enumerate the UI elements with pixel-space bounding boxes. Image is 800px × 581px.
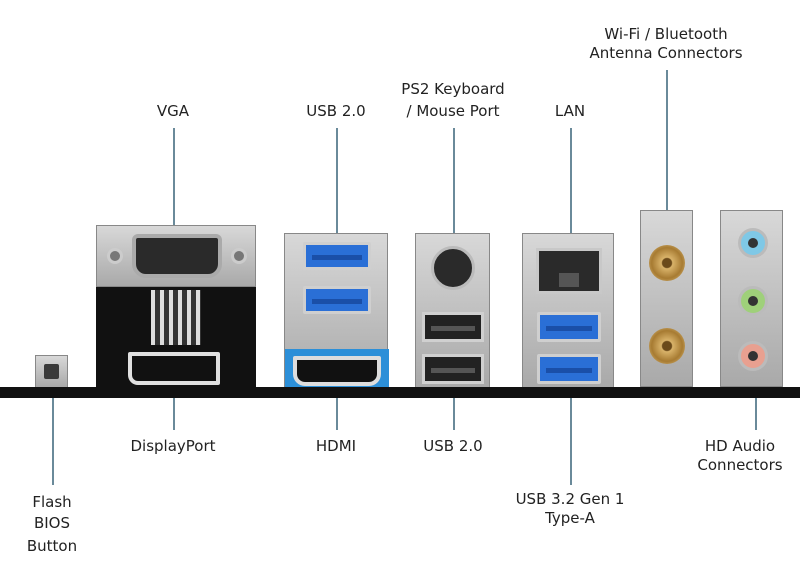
flash-bios-button (35, 355, 68, 388)
usb2-top-label: USB 2.0 (306, 102, 366, 120)
lan-port (536, 248, 602, 294)
audio-label-line2: Connectors (697, 456, 783, 474)
usb3-port (537, 354, 601, 384)
displayport-leader (173, 380, 175, 430)
antenna-label-line2: Antenna Connectors (589, 44, 743, 62)
usb-hdmi-block (284, 233, 389, 389)
ps2-label: PS2 Keyboard / Mouse Port (401, 80, 504, 121)
usb2-bottom-leader (453, 380, 455, 430)
ps2-label-line2: / Mouse Port (406, 102, 500, 120)
usb3-leader (570, 380, 572, 485)
audio-block (720, 210, 783, 387)
usb-port (422, 354, 484, 384)
vga-label: VGA (156, 102, 190, 120)
lan-label: LAN (554, 102, 586, 120)
usb-port (422, 312, 484, 342)
displayport-label: DisplayPort (130, 437, 216, 455)
audio-jack-green (738, 286, 768, 316)
usb-port (303, 242, 371, 270)
usb2-bottom-label: USB 2.0 (423, 437, 483, 455)
antenna-block (640, 210, 693, 387)
ps2-usb-block (415, 233, 490, 388)
audio-leader (755, 380, 757, 430)
antenna-connector (649, 245, 685, 281)
ps2-leader (453, 128, 455, 243)
vga-leader (173, 128, 175, 228)
audio-jack-blue (738, 228, 768, 258)
displayport-port (128, 352, 220, 385)
usb3-label-line2: Type-A (545, 509, 595, 527)
hdmi-port (293, 356, 381, 386)
usb3-port (537, 312, 601, 342)
flash-label-line2: BIOS (33, 514, 71, 532)
audio-jack-pink (738, 341, 768, 371)
vga-port (96, 225, 256, 287)
lan-leader (570, 128, 572, 240)
io-shield-edge (0, 387, 800, 398)
flash-leader (52, 380, 54, 485)
hdmi-label: HDMI (315, 437, 357, 455)
usb3-label-line1: USB 3.2 Gen 1 (515, 490, 625, 508)
ps2-port (431, 246, 475, 290)
antenna-leader (666, 70, 668, 220)
ps2-label-line1: PS2 Keyboard (401, 80, 505, 98)
usb2-top-leader (336, 128, 338, 238)
vga-displayport-block (96, 225, 256, 388)
hdmi-leader (336, 380, 338, 430)
antenna-label-line1: Wi-Fi / Bluetooth (604, 25, 728, 43)
antenna-connector (649, 328, 685, 364)
lan-usb3-block (522, 233, 614, 388)
usb-port (303, 286, 371, 314)
flash-label-line1: Flash (32, 493, 72, 511)
flash-label-line3: Button (26, 537, 78, 555)
audio-label-line1: HD Audio (704, 437, 776, 455)
